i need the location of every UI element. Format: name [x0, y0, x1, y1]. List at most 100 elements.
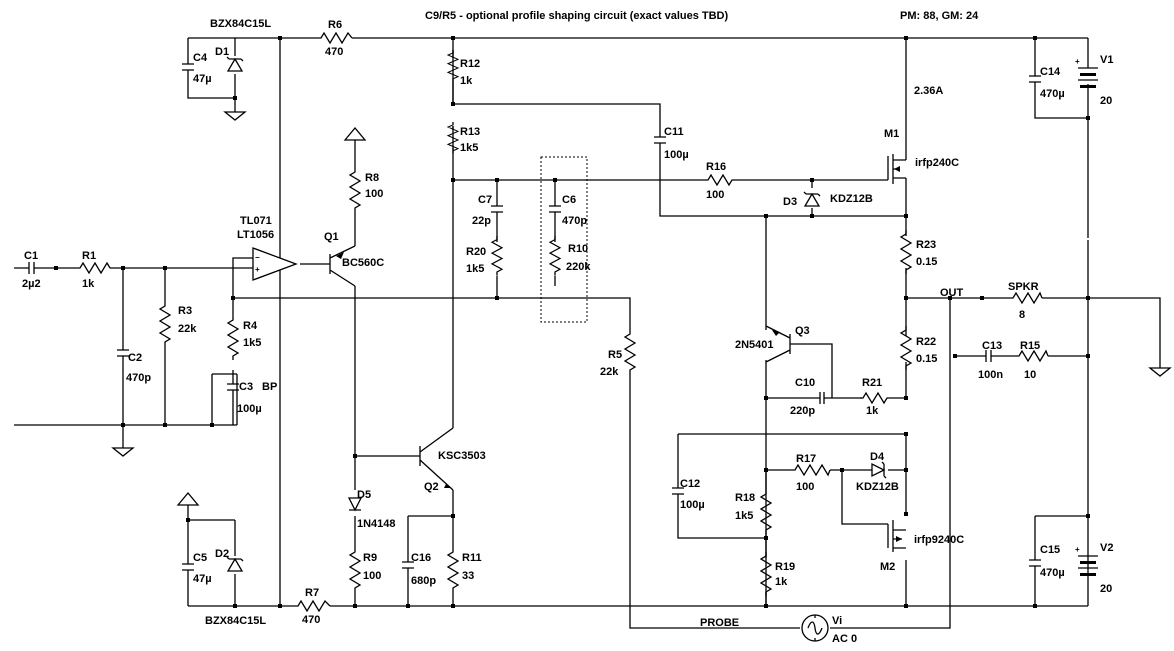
c13-ref-label: C13 — [982, 340, 1002, 352]
r13-value-label: 1k5 — [460, 142, 478, 154]
c5-value-label: 47µ — [193, 573, 212, 585]
resistor-r23 — [900, 229, 912, 275]
ac-source-vi — [801, 614, 829, 642]
r3-ref-label: R3 — [178, 305, 192, 317]
resistor-r3 — [159, 301, 171, 347]
capacitor-c13 — [982, 350, 996, 362]
v1-value-label: 20 — [1100, 95, 1112, 107]
battery-v2-plus: + — [1075, 545, 1080, 554]
r13-ref-label: R13 — [460, 126, 480, 138]
d4-ref-label: D4 — [870, 451, 885, 463]
c14-value-label: 470µ — [1040, 88, 1065, 100]
r18-ref-label: R18 — [735, 492, 755, 504]
resistor-r5 — [624, 329, 636, 375]
r7-value-label: 470 — [302, 614, 320, 626]
r10-value-label: 220k — [566, 261, 591, 273]
r22-value-label: 0.15 — [916, 353, 937, 365]
capacitor-c2 — [117, 349, 129, 362]
battery-v1-plus: + — [1075, 57, 1080, 66]
d1-ref-label: D1 — [215, 46, 229, 58]
q2-value-label: KSC3503 — [438, 450, 486, 462]
d2-ref-label: D2 — [215, 548, 229, 560]
r7-ref-label: R7 — [305, 587, 319, 599]
r1-value-label: 1k — [82, 278, 95, 290]
capacitor-c7 — [491, 204, 503, 214]
d2-value-label: BZX84C15L — [205, 615, 266, 627]
m2-ref-label: M2 — [880, 561, 895, 573]
vi-ref-label: Vi — [832, 615, 842, 627]
c10-ref-label: C10 — [795, 377, 815, 389]
r23-value-label: 0.15 — [916, 256, 937, 268]
r9-value-label: 100 — [363, 570, 381, 582]
r8-value-label: 100 — [365, 188, 383, 200]
transistor-q1 — [329, 245, 356, 287]
diode-d5 — [347, 497, 363, 512]
probe-text: PROBE — [700, 617, 739, 629]
r15-ref-label: R15 — [1020, 340, 1040, 352]
d3-ref-label: D3 — [783, 196, 797, 208]
r5-value-label: 22k — [600, 366, 619, 378]
q3-value-label: 2N5401 — [735, 339, 774, 351]
d5-ref-label: D5 — [357, 489, 371, 501]
c11-ref-label: C11 — [664, 126, 684, 138]
capacitor-c4 — [182, 62, 194, 76]
battery-v1 — [1078, 56, 1098, 88]
capacitor-c15 — [1029, 556, 1041, 572]
r17-ref-label: R17 — [796, 453, 816, 465]
capacitor-c6 — [549, 204, 561, 214]
c3-value-label: 100µ — [237, 403, 262, 415]
r1-ref-label: R1 — [82, 250, 96, 262]
resistor-r9 — [349, 547, 361, 593]
opamp-u1 — [252, 247, 298, 281]
text-labels: C9/R5 - optional profile shaping circuit… — [22, 10, 1113, 645]
optional-shaping-box — [540, 156, 588, 323]
r20-value-label: 1k5 — [466, 263, 484, 275]
r22-ref-label: R22 — [916, 336, 936, 348]
c4-value-label: 47µ — [193, 73, 212, 85]
zener-d1 — [226, 56, 244, 72]
c10-value-label: 220p — [790, 405, 815, 417]
c16-value-label: 680p — [411, 575, 436, 587]
transistor-q2 — [419, 427, 454, 491]
r23-ref-label: R23 — [916, 239, 936, 251]
resistor-r8 — [349, 167, 361, 213]
resistor-r17 — [792, 463, 831, 477]
resistor-r15 — [1016, 349, 1049, 363]
r5-ref-label: R5 — [608, 349, 622, 361]
q3-ref-label: Q3 — [795, 325, 810, 337]
d4-value-label: KDZ12B — [856, 481, 899, 493]
m1-value-label: irfp240C — [915, 157, 959, 169]
r15-value-label: 10 — [1024, 369, 1036, 381]
transistor-q3 — [765, 325, 791, 363]
resistor-r21 — [860, 391, 890, 405]
margins-text: PM: 88, GM: 24 — [900, 10, 979, 22]
r6-ref-label: R6 — [328, 19, 342, 31]
q2-ref-label: Q2 — [424, 481, 439, 493]
resistor-r16 — [705, 173, 735, 187]
d5-value-label: 1N4148 — [357, 518, 396, 530]
c12-ref-label: C12 — [680, 478, 700, 490]
junctions — [54, 36, 1090, 608]
capacitor-c10 — [819, 392, 825, 404]
c5-ref-label: C5 — [193, 552, 207, 564]
c1-value-label: 2µ2 — [22, 278, 41, 290]
resistor-r1 — [76, 261, 111, 275]
resistor-r7 — [295, 599, 331, 613]
resistor-r6 — [318, 31, 353, 45]
r11-value-label: 33 — [462, 570, 474, 582]
r12-value-label: 1k — [460, 75, 473, 87]
r19-value-label: 1k — [775, 576, 788, 588]
c7-ref-label: C7 — [478, 194, 492, 206]
d1-value-label: BZX84C15L — [210, 18, 271, 30]
wires — [14, 37, 1161, 629]
u1-ref-label: TL071 — [240, 215, 272, 227]
battery-v2 — [1078, 555, 1098, 576]
capacitor-c5 — [182, 562, 194, 576]
capacitor-c11 — [654, 130, 666, 150]
m2-value-label: irfp9240C — [914, 534, 964, 546]
v2-value-label: 20 — [1100, 583, 1112, 595]
c6-value-label: 470p — [562, 215, 587, 227]
r8-ref-label: R8 — [365, 172, 379, 184]
mosfet-m2 — [887, 520, 906, 552]
